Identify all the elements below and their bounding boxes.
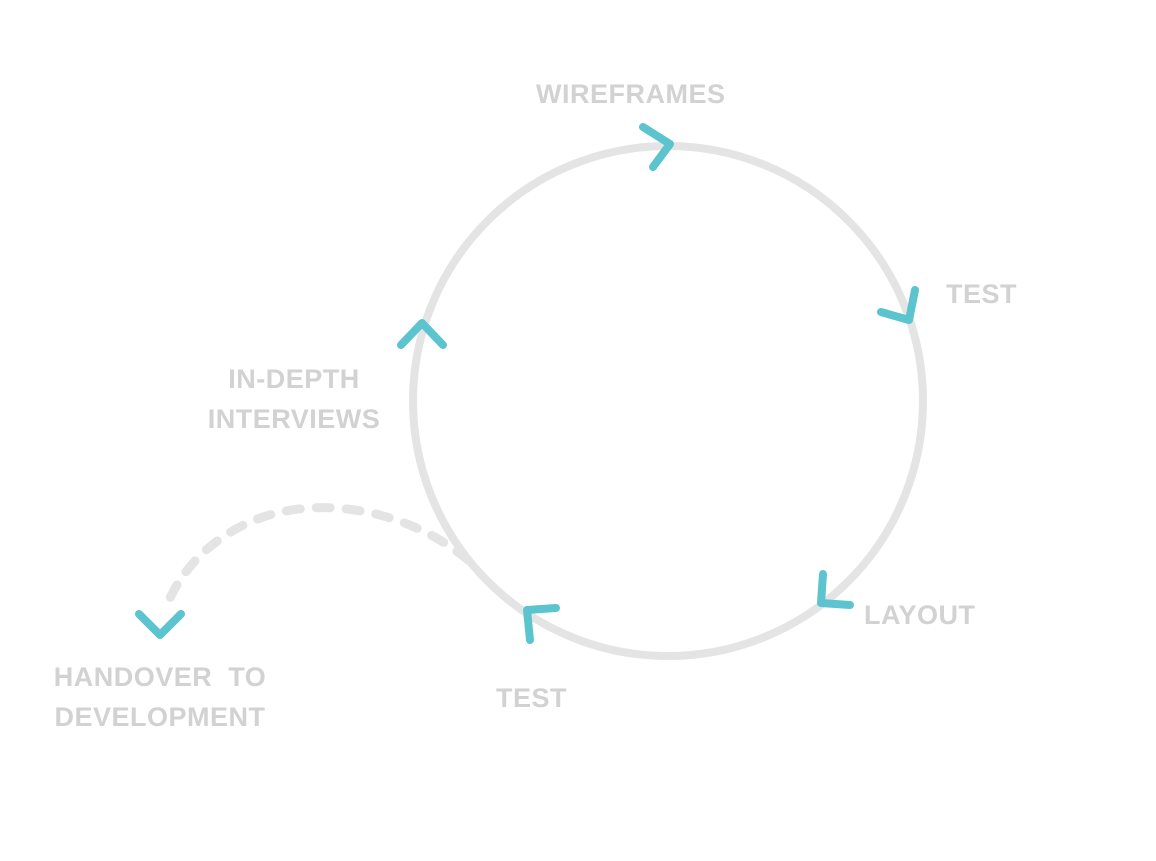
handover-dashed-path [160, 503, 473, 615]
label-layout: LAYOUT [864, 595, 976, 635]
label-handover-line1: HANDOVER TO [53, 662, 267, 692]
chevron-icon [397, 319, 447, 349]
chevron-icon [877, 286, 919, 324]
chevron-icon [523, 604, 560, 644]
chevron-down-icon [135, 610, 185, 639]
label-interviews-line1: IN-DEPTH [228, 364, 360, 394]
cycle-circle [409, 142, 927, 660]
label-test-bottom-text: TEST [496, 683, 568, 713]
label-handover-line2: DEVELOPMENT [54, 702, 266, 732]
label-test-right-text: TEST [946, 279, 1018, 309]
label-layout-text: LAYOUT [864, 600, 976, 630]
label-handover-to-development: HANDOVER TO DEVELOPMENT [50, 657, 270, 737]
label-wireframes-text: WIREFRAMES [536, 79, 726, 109]
chevron-icon [817, 570, 854, 609]
chevron-icon [639, 123, 674, 171]
label-interviews-line2: INTERVIEWS [207, 404, 381, 434]
label-in-depth-interviews: IN-DEPTH INTERVIEWS [206, 359, 382, 439]
label-wireframes: WIREFRAMES [536, 74, 726, 114]
label-test-bottom: TEST [496, 678, 568, 718]
label-test-right: TEST [946, 274, 1018, 314]
